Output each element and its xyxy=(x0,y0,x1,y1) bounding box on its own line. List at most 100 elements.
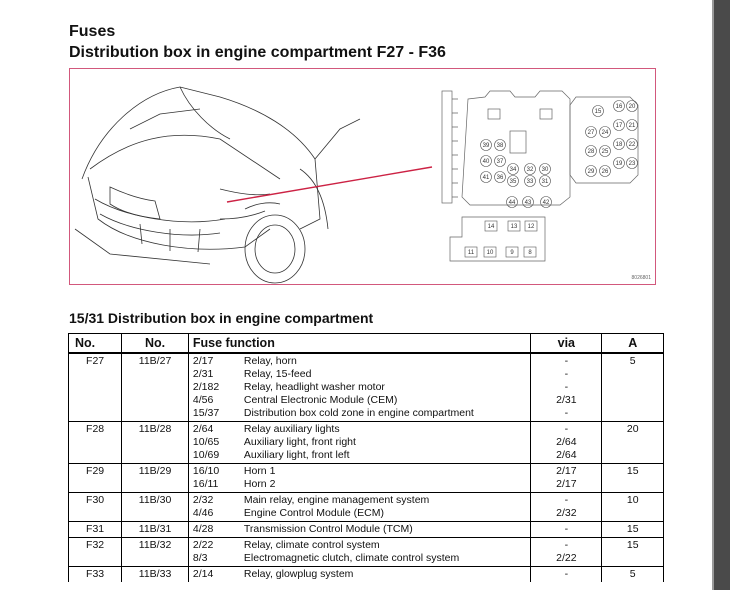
cell-fuse-code: 11B/31 xyxy=(121,521,189,538)
svg-text:42: 42 xyxy=(543,200,550,206)
cell-fuse-function: 2/32 Main relay, engine management system… xyxy=(187,492,532,522)
svg-text:37: 37 xyxy=(497,159,504,165)
via-value: 2/22 xyxy=(556,552,577,564)
function-line: 16/11 Horn 2 xyxy=(193,478,530,491)
col-header-no: No. xyxy=(67,333,123,354)
via-value: 2/32 xyxy=(556,507,577,519)
svg-text:36: 36 xyxy=(497,175,504,181)
component-code: 16/11 xyxy=(192,478,219,490)
svg-text:30: 30 xyxy=(542,167,549,173)
component-code: 2/14 xyxy=(192,568,214,580)
cell-via: - xyxy=(530,566,603,582)
function-line: 4/46 Engine Control Module (ECM) xyxy=(193,507,530,520)
cell-amperage: 15 xyxy=(601,537,664,567)
cell-amperage: 20 xyxy=(601,421,664,464)
svg-text:15: 15 xyxy=(595,109,602,115)
cell-amperage: 15 xyxy=(601,463,664,493)
via-value: 2/31 xyxy=(556,394,577,406)
svg-text:28: 28 xyxy=(588,149,595,155)
page-title: Fuses xyxy=(69,23,116,40)
via-value: - xyxy=(564,423,569,435)
svg-text:11: 11 xyxy=(468,250,475,256)
cell-amperage: 15 xyxy=(601,521,664,538)
cell-fuse-number: F27 xyxy=(67,352,123,422)
via-value: - xyxy=(564,368,569,380)
svg-text:13: 13 xyxy=(511,224,518,230)
svg-text:24: 24 xyxy=(602,130,609,136)
svg-text:23: 23 xyxy=(629,161,636,167)
component-description: Electromagnetic clutch, climate control … xyxy=(243,552,460,564)
svg-text:35: 35 xyxy=(510,179,517,185)
component-description: Relay, 15-feed xyxy=(243,368,312,380)
document-page: Fuses Distribution box in engine compart… xyxy=(0,0,714,590)
component-code: 16/10 xyxy=(192,465,220,477)
component-description: Engine Control Module (ECM) xyxy=(243,507,384,519)
via-value: - xyxy=(564,523,569,535)
component-code: 2/32 xyxy=(192,494,214,506)
component-code: 2/22 xyxy=(192,539,214,551)
col-header-a: A xyxy=(601,333,664,354)
cell-fuse-code: 11B/30 xyxy=(121,492,189,522)
svg-text:19: 19 xyxy=(616,161,623,167)
svg-text:17: 17 xyxy=(616,123,623,129)
cell-fuse-number: F31 xyxy=(67,521,123,538)
component-code: 10/69 xyxy=(192,449,220,461)
svg-text:16: 16 xyxy=(616,104,623,110)
cell-via: -2/32 xyxy=(530,492,603,522)
component-description: Relay auxiliary lights xyxy=(243,423,340,435)
component-code: 4/46 xyxy=(192,507,214,519)
page-subtitle: Distribution box in engine compartment F… xyxy=(69,44,446,61)
cell-fuse-code: 11B/29 xyxy=(121,463,189,493)
component-code: 2/64 xyxy=(192,423,214,435)
cell-via: ---2/31- xyxy=(530,352,603,422)
component-description: Distribution box cold zone in engine com… xyxy=(243,407,474,419)
component-description: Horn 2 xyxy=(243,478,276,490)
cell-fuse-number: F28 xyxy=(67,421,123,464)
component-code: 4/56 xyxy=(192,394,214,406)
cell-amperage: 10 xyxy=(601,492,664,522)
svg-text:29: 29 xyxy=(588,169,595,175)
component-code: 8/3 xyxy=(192,552,208,564)
cell-fuse-number: F30 xyxy=(67,492,123,522)
component-code: 2/31 xyxy=(192,368,214,380)
pointer-line xyxy=(226,166,433,203)
function-line: 8/3 Electromagnetic clutch, climate contr… xyxy=(193,552,530,565)
component-description: Main relay, engine management system xyxy=(243,494,430,506)
component-description: Relay, glowplug system xyxy=(243,568,354,580)
col-header-no2: No. xyxy=(121,333,189,354)
svg-text:39: 39 xyxy=(483,143,490,149)
cell-amperage: 5 xyxy=(601,566,664,582)
component-description: Central Electronic Module (CEM) xyxy=(243,394,398,406)
svg-text:32: 32 xyxy=(527,167,534,173)
via-value: - xyxy=(564,539,569,551)
via-value: - xyxy=(564,355,569,367)
cell-fuse-number: F32 xyxy=(67,537,123,567)
cell-fuse-code: 11B/28 xyxy=(121,421,189,464)
via-value: - xyxy=(564,381,569,393)
component-description: Relay, headlight washer motor xyxy=(243,381,385,393)
svg-text:43: 43 xyxy=(525,200,532,206)
svg-text:8: 8 xyxy=(528,250,532,256)
via-value: - xyxy=(564,494,569,506)
component-description: Relay, horn xyxy=(243,355,297,367)
table-header-row: No. No. Fuse function via A xyxy=(67,333,664,354)
svg-text:34: 34 xyxy=(510,167,517,173)
figure-code: 8026801 xyxy=(631,275,651,281)
